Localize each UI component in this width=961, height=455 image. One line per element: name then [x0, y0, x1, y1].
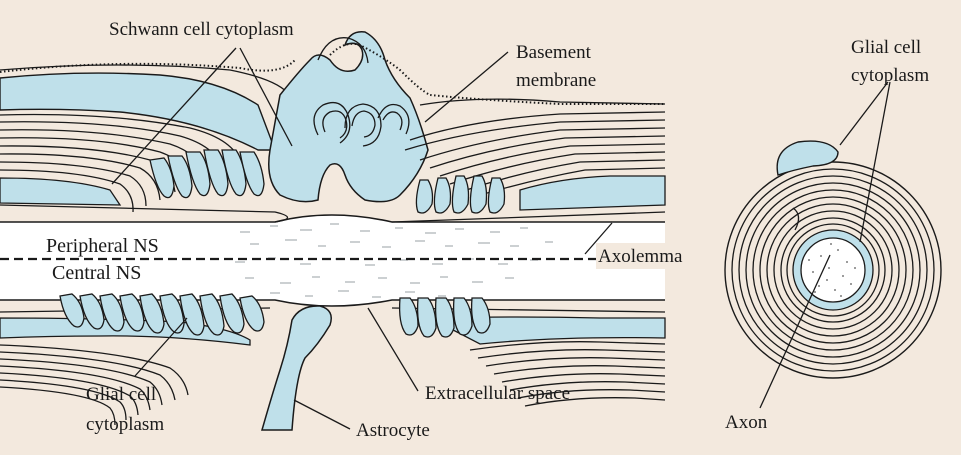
- schwann-cytoplasm-band-left: [0, 178, 120, 205]
- leader-astrocyte: [294, 400, 350, 429]
- label-basement-membrane-1: Basement: [516, 42, 592, 63]
- label-schwann-cytoplasm: Schwann cell cytoplasm: [109, 19, 294, 40]
- label-extracellular-space: Extracellular space: [425, 383, 570, 404]
- cross-section: [725, 141, 941, 378]
- axon-core: [0, 215, 665, 306]
- label-peripheral-ns: Peripheral NS: [46, 235, 159, 257]
- leader-basement: [425, 52, 508, 122]
- label-astrocyte: Astrocyte: [356, 420, 430, 441]
- label-axolemma: Axolemma: [598, 246, 683, 267]
- longitudinal-section: [0, 32, 665, 430]
- label-glial-left-2: cytoplasm: [86, 414, 164, 435]
- axon-cross: [801, 238, 865, 302]
- label-basement-membrane-2: membrane: [516, 70, 596, 91]
- astrocyte-process: [262, 306, 331, 430]
- leader-glial-right-1: [840, 82, 888, 145]
- label-glial-right-1: Glial cell: [851, 37, 921, 58]
- paranodal-loops-pns-right: [416, 176, 504, 213]
- label-axon: Axon: [725, 412, 768, 433]
- label-glial-right-2: cytoplasm: [851, 65, 929, 86]
- label-central-ns: Central NS: [52, 262, 141, 284]
- label-glial-left-1: Glial cell: [86, 384, 156, 405]
- schwann-cytoplasm-right: [520, 176, 665, 210]
- paranodal-loops-pns-left: [150, 150, 264, 198]
